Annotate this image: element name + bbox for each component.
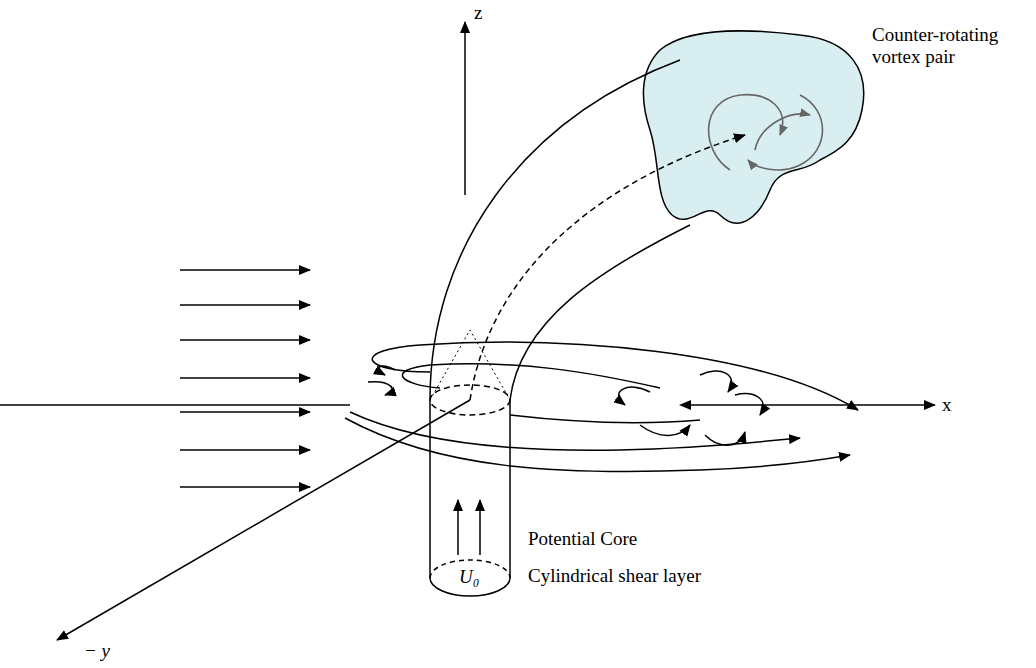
jet-boundary: [430, 60, 680, 400]
axis-label: x: [942, 394, 952, 416]
crossflow-arrows: [180, 270, 310, 487]
horseshoe-vortex: [345, 342, 858, 471]
z-axis: [464, 22, 466, 195]
axis-label: − y: [84, 640, 110, 662]
callout-label: Potential Core: [528, 528, 637, 550]
y-axis: [57, 400, 470, 640]
cylinder-wall: [429, 400, 431, 578]
wake-vortices: [619, 371, 764, 445]
jet-flow-arrow: [457, 500, 459, 555]
cylinder-wall: [509, 400, 511, 578]
callout-label: Counter-rotating vortex pair: [872, 24, 1030, 68]
x-axis: [690, 404, 935, 406]
jet-boundary: [510, 225, 690, 400]
jet-flow-arrow: [479, 500, 481, 555]
vortex-arrows: [709, 95, 823, 170]
velocity-label: U₀: [459, 566, 479, 588]
x-axis: [0, 404, 350, 406]
jet-exit: [430, 385, 510, 415]
vortex-region: [643, 31, 863, 223]
axis-label: z: [474, 2, 482, 24]
callout-label: Cylindrical shear layer: [528, 565, 701, 587]
jet-centerline: [470, 135, 745, 400]
